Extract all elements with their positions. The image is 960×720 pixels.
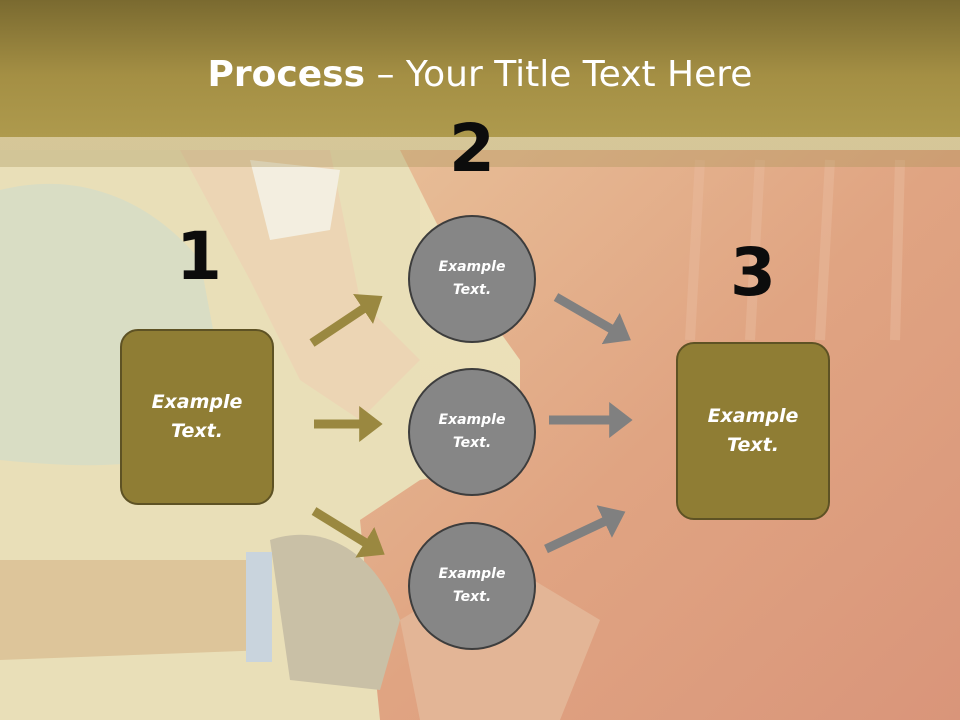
page-title: Process – Your Title Text Here bbox=[0, 50, 960, 100]
arrow-1-to-2c bbox=[311, 507, 385, 558]
step-2-number: 2 bbox=[449, 110, 495, 187]
arrow-1-to-2a bbox=[309, 294, 383, 347]
step-1-label: Example Text. bbox=[151, 391, 243, 442]
step-1-box: Example Text. bbox=[120, 329, 274, 505]
title-bold: Process bbox=[207, 54, 366, 95]
step-2-circle-3: Example Text. bbox=[408, 522, 536, 650]
step-3-label: Example Text. bbox=[707, 405, 799, 456]
step-2-circle-1: Example Text. bbox=[408, 215, 536, 343]
title-bar bbox=[0, 0, 960, 137]
title-bar-shadow bbox=[0, 137, 960, 167]
step-2-circle-1-label: Example Text. bbox=[438, 259, 506, 298]
step-2-circle-2-label: Example Text. bbox=[438, 412, 506, 451]
step-3-number: 3 bbox=[730, 234, 776, 311]
step-3-box: Example Text. bbox=[676, 342, 830, 520]
step-2-circle-2: Example Text. bbox=[408, 368, 536, 496]
step-2-circle-3-label: Example Text. bbox=[438, 566, 506, 605]
title-rest: – Your Title Text Here bbox=[365, 54, 753, 95]
step-1-number: 1 bbox=[176, 218, 222, 295]
arrow-2a-to-3 bbox=[553, 293, 631, 345]
arrow-2c-to-3 bbox=[544, 505, 626, 554]
